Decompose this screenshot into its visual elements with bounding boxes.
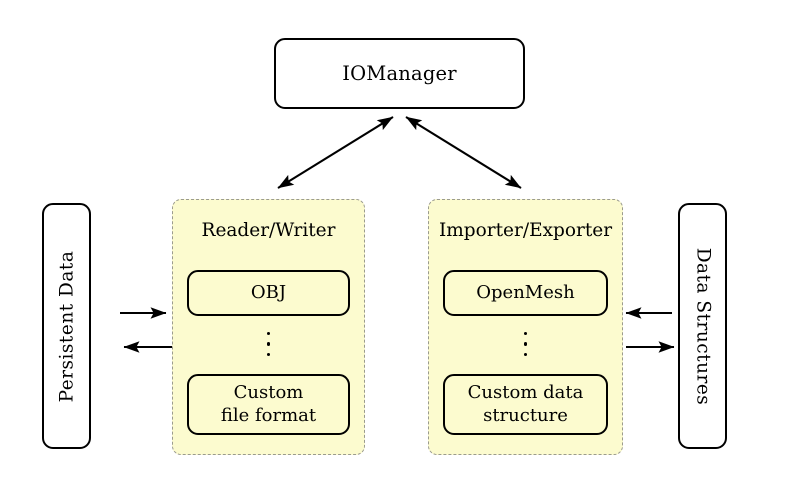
node-custom-file-format-line2: file format (220, 404, 317, 426)
group-importer-exporter-title: Importer/Exporter (438, 220, 613, 241)
arrow-iomanager-reader-writer (277, 116, 394, 189)
node-iomanager-label: IOManager (342, 61, 457, 85)
node-data-structures-label: Data Structures (692, 247, 714, 405)
arrow-iomanager-importer-exporter (405, 116, 522, 189)
node-custom-data-structure-line2: structure (483, 404, 568, 426)
ellipsis-dot (523, 332, 528, 336)
node-custom-file-format-line1: Custom (233, 381, 304, 403)
group-reader-writer-title: Reader/Writer (201, 220, 336, 241)
node-custom-data-structure-label: Custom data structure (468, 382, 584, 427)
node-custom-data-structure-line1: Custom data (467, 381, 584, 403)
ellipsis-dot (266, 332, 271, 336)
node-obj[interactable]: OBJ (187, 270, 350, 316)
ellipsis-dot (266, 352, 271, 356)
group-reader-writer[interactable]: Reader/Writer OBJ Custom file format (172, 199, 365, 455)
node-data-structures[interactable]: Data Structures (678, 203, 727, 449)
node-persistent-data[interactable]: Persistent Data (42, 203, 91, 449)
group-importer-exporter[interactable]: Importer/Exporter OpenMesh Custom data s… (428, 199, 623, 455)
ellipsis-importer-exporter (429, 322, 622, 366)
ellipsis-reader-writer (173, 322, 364, 366)
node-persistent-data-label: Persistent Data (56, 250, 78, 402)
node-openmesh[interactable]: OpenMesh (443, 270, 608, 316)
node-obj-label: OBJ (250, 281, 287, 303)
node-iomanager[interactable]: IOManager (274, 38, 525, 109)
node-custom-file-format[interactable]: Custom file format (187, 374, 350, 435)
ellipsis-dot (523, 352, 528, 356)
node-openmesh-label: OpenMesh (476, 281, 575, 303)
node-custom-data-structure[interactable]: Custom data structure (443, 374, 608, 435)
ellipsis-dot (523, 342, 528, 346)
ellipsis-dot (266, 342, 271, 346)
node-custom-file-format-label: Custom file format (221, 382, 316, 427)
